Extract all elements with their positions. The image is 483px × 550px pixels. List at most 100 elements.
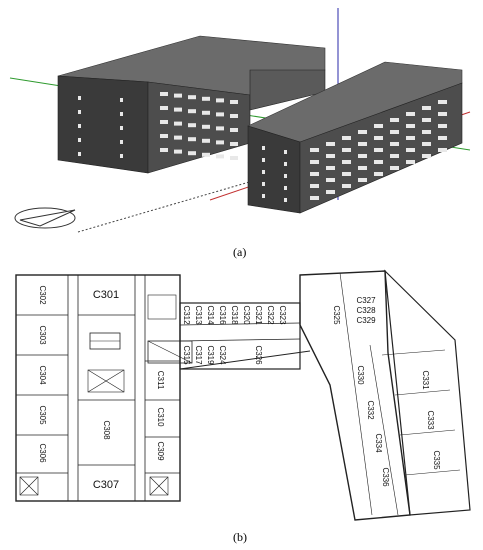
window [390,118,399,122]
window [188,137,196,142]
window [120,126,123,130]
room-label-c302: C302 [38,285,47,305]
window [174,121,182,126]
window [216,112,224,117]
window [358,178,367,182]
window [422,106,431,110]
window [120,154,123,158]
window [120,140,123,144]
room-label-c333: C333 [426,410,435,430]
window [438,148,447,152]
room-label-c332: C332 [366,400,375,420]
window-grid [78,92,447,202]
room-label-c328: C328 [356,306,376,315]
window [422,130,431,134]
window [120,112,123,116]
room-label-c324: C324 [218,345,227,365]
window [422,154,431,158]
room-label-c312: C312 [182,305,191,325]
room-label-c322: C322 [266,305,275,325]
window [216,140,224,145]
window [160,92,168,96]
window [262,146,265,150]
window [160,134,168,138]
room-label-c317: C317 [194,345,203,365]
building-3d-model [9,8,471,233]
window [202,96,210,101]
window [406,160,415,164]
window [438,100,447,104]
window [188,123,196,128]
window [390,130,399,134]
window [390,154,399,158]
room-label-c311: C311 [156,371,165,390]
window [358,166,367,170]
room-label-c320: C320 [242,305,251,325]
room-label-c305: C305 [38,405,47,425]
room-labels: C301C302C303C304C305C306C307C308C309C310… [38,285,441,490]
room-label-c318: C318 [230,305,239,325]
window [406,148,415,152]
room-label-c307: C307 [93,479,119,491]
window [202,124,210,129]
window [406,112,415,116]
panel-label-b: (b) [233,530,247,544]
floor-plan: C301C302C303C304C305C306C307C308C309C310… [15,269,471,521]
room-label-c326: C326 [254,345,263,365]
window [342,136,351,140]
window [310,160,319,164]
room-label-c331: C331 [421,370,430,390]
window [438,124,447,128]
window [78,110,81,114]
window [438,136,447,140]
panel-label-a: (a) [233,245,247,259]
right-block-outline [299,270,411,521]
window [374,136,383,140]
window [390,166,399,170]
window [406,136,415,140]
window [310,196,319,200]
window [326,178,335,182]
left-wing-front-wall [57,75,149,174]
window [438,112,447,116]
window [262,194,265,198]
room-label-c301: C301 [93,289,119,301]
window [342,184,351,188]
window [174,93,182,98]
window [78,138,81,142]
room-label-c316: C316 [218,305,227,325]
window [284,174,287,178]
window [188,95,196,100]
window [160,148,168,152]
window [358,130,367,134]
window [422,142,431,146]
room-label-c325: C325 [332,305,341,325]
window [202,152,210,157]
room-label-c330: C330 [356,365,365,385]
window [188,151,196,156]
window [262,170,265,174]
room-label-c321: C321 [254,305,263,325]
window [310,172,319,176]
window [262,182,265,186]
room-label-c315: C315 [182,345,191,365]
window [160,120,168,124]
room-label-c334: C334 [374,433,383,453]
window [202,110,210,115]
room-label-c319: C319 [206,345,215,365]
window [78,152,81,156]
room-label-c303: C303 [38,325,47,345]
window [230,142,238,146]
window [174,135,182,140]
window [284,150,287,154]
window [326,142,335,146]
room-label-c308: C308 [102,420,111,440]
corridor-bridge [179,302,301,370]
window [78,124,81,128]
window [374,124,383,128]
window [230,114,238,118]
window [310,148,319,152]
window [160,106,168,110]
window [262,158,265,162]
